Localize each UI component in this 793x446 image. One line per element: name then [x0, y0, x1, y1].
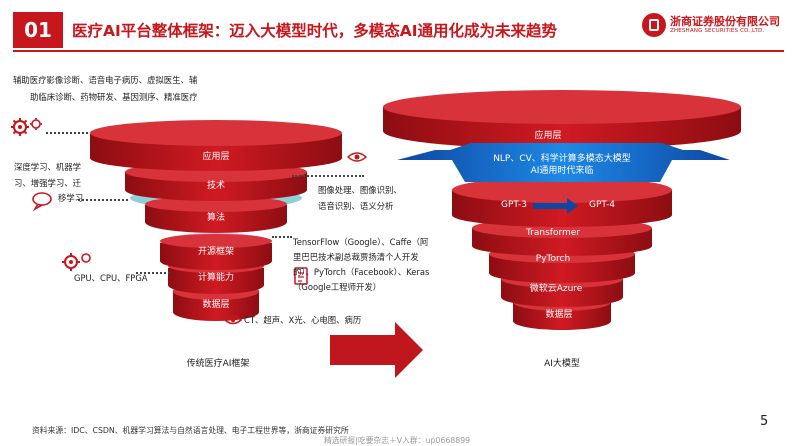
annotation-framework-3: 的）、PyTorch（Facebook）、Keras — [293, 267, 430, 277]
connector-application — [46, 132, 88, 134]
header-divider — [13, 50, 784, 52]
annotation-tech-2: 习、增强学习、迁 — [14, 178, 81, 188]
speech-bubble-icon — [32, 192, 52, 212]
left-funnel-caption: 传统医疗AI框架 — [186, 359, 250, 369]
page-number: 5 — [760, 414, 769, 429]
section-number: 01 — [24, 18, 52, 42]
blue-banner-shape — [397, 143, 730, 182]
annotation-application-1: 辅助医疗影像诊断、语音电子病历、虚拟医生、辅 — [13, 75, 198, 85]
banner-line-1: NLP、CV、科学计算多模态大模型 — [493, 154, 631, 164]
connector-framework — [272, 236, 292, 238]
gear-icon — [81, 253, 91, 263]
banner-line-2: AI通用时代来临 — [530, 166, 594, 176]
gear-icon — [11, 118, 29, 136]
connector-compute — [136, 272, 170, 274]
left-layer-application — [90, 120, 342, 171]
annotation-tech-3: 移学习 — [58, 193, 84, 203]
annotation-tech-1: 深度学习、机器学 — [14, 162, 81, 172]
annotation-data: CT、超声、X光、心电图、病历 — [244, 315, 362, 325]
left-label-tech: 技术 — [206, 181, 226, 191]
right-layer-gpt — [452, 177, 672, 227]
watermark-text: 精选研报|吃要杂志＋V入群：up0668899 — [324, 436, 471, 445]
annotation-algorithm-2: 语音识别、语义分析 — [318, 201, 394, 211]
gpt-arrow-icon — [533, 198, 578, 214]
right-label-gpt4: GPT-4 — [588, 200, 616, 210]
right-label-data: 数据层 — [545, 310, 573, 320]
left-label-algorithm: 算法 — [206, 213, 226, 223]
annotation-algorithm-1: 图像处理、图像识别、 — [318, 185, 402, 195]
gear-icon — [30, 118, 42, 130]
logo-mark-icon — [642, 13, 666, 37]
connector-tech — [78, 199, 128, 201]
right-layer-application — [383, 90, 741, 149]
annotation-compute: GPU、CPU、FPGA — [74, 273, 148, 283]
right-label-application: 应用层 — [534, 131, 562, 141]
right-label-gpt3: GPT-3 — [500, 200, 528, 210]
company-logo: 浙商证券股份有限公司 ZHESHANG SECURITIES CO.,LTD. — [642, 11, 784, 41]
left-label-framework: 开源框架 — [197, 247, 235, 257]
right-label-azure: 微软云Azure — [529, 284, 583, 294]
eye-icon — [223, 315, 243, 325]
right-funnel-caption: AI大模型 — [544, 359, 580, 369]
slide-title: 医疗AI平台整体框架：迈入大模型时代，多模态AI通用化成为未来趋势 — [72, 22, 558, 40]
left-layer-framework — [160, 233, 272, 270]
right-label-transformer: Transformer — [525, 228, 581, 238]
gear-icon — [62, 253, 80, 271]
right-label-pytorch: PyTorch — [535, 254, 571, 264]
left-label-data: 数据层 — [202, 300, 230, 310]
document-icon — [294, 267, 308, 285]
left-label-compute: 计算能力 — [197, 273, 235, 283]
transition-arrow-icon — [330, 322, 423, 378]
source-note: 资料来源：IDC、CSDN、机器学习算法与自然语言处理、电子工程世界等，浙商证券… — [32, 426, 349, 435]
annotation-framework-1: TensorFlow（Google）、Caffe（阿 — [293, 237, 429, 247]
left-label-application: 应用层 — [202, 152, 230, 162]
connector-algorithm — [292, 175, 364, 177]
annotation-framework-4: （Google工程师开发） — [293, 282, 382, 292]
logo-text-cn: 浙商证券股份有限公司 — [670, 15, 780, 28]
eye-icon — [346, 152, 368, 162]
section-number-badge: 01 — [13, 12, 63, 48]
annotation-application-2: 助临床诊断、药物研发、基因测序、精准医疗 — [30, 92, 198, 102]
annotation-framework-2: 里巴巴技术副总裁贾扬清个人开发 — [293, 252, 419, 262]
logo-text-en: ZHESHANG SECURITIES CO.,LTD. — [670, 28, 765, 34]
